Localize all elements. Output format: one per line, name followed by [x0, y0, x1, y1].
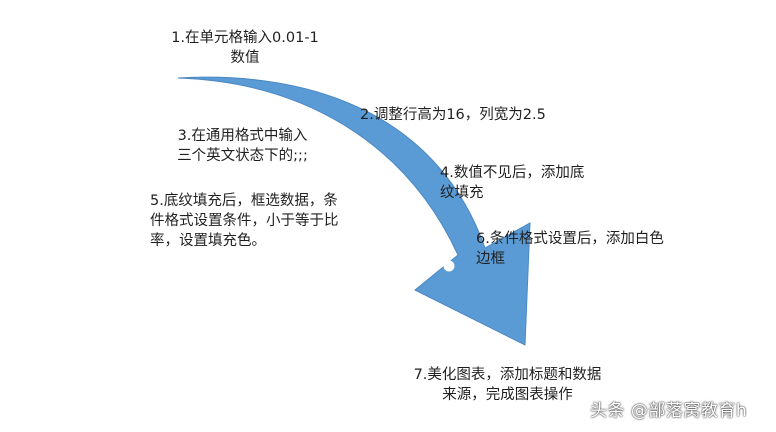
- step-7-label: 7.美化图表，添加标题和数据 来源，完成图表操作: [413, 367, 602, 403]
- step-4-label: 4.数值不见后，添加底 纹填充: [440, 165, 585, 201]
- step-marker-dot: [382, 179, 394, 191]
- step-6-label: 6.条件格式设置后，添加白色 边框: [476, 231, 664, 267]
- watermark: 头条 @部落窝教育h: [590, 401, 748, 421]
- step-3-label: 3.在通用格式中输入 三个英文状态下的;;;: [177, 128, 308, 164]
- step-marker-dot: [417, 218, 429, 230]
- step-5-label: 5.底纹填充后，框选数据，条 件格式设置条件，小于等于比 率，设置填充色。: [150, 193, 339, 249]
- step-2-label: 2.调整行高为16，列宽为2.5: [360, 107, 546, 123]
- step-marker-dot: [300, 111, 312, 123]
- step-1-label: 1.在单元格输入0.01-1 数值: [171, 30, 319, 66]
- step-marker-dot: [346, 143, 358, 155]
- step-marker-dot: [443, 260, 455, 272]
- curved-arrow: [177, 76, 531, 346]
